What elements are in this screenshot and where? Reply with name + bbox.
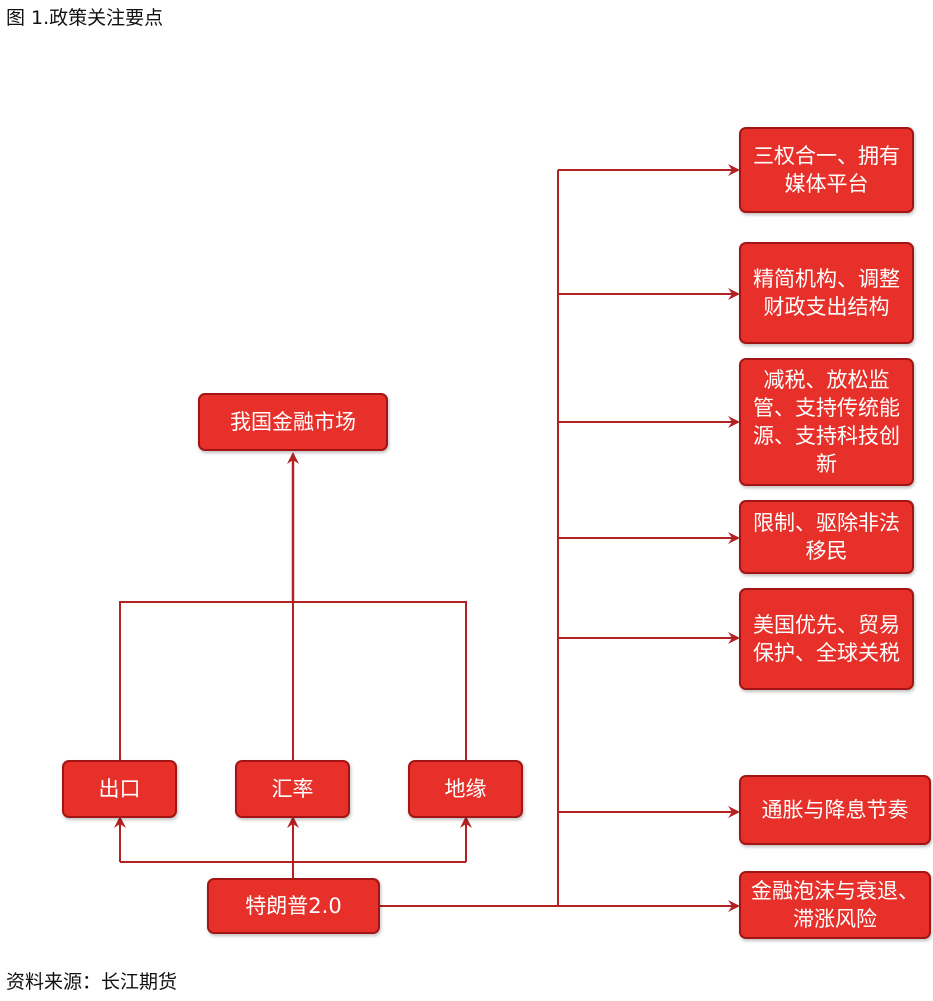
- policy-box-6: 通胀与降息节奏: [739, 775, 931, 845]
- policy-label: 精简机构、调整财政支出结构: [753, 267, 900, 319]
- target-market-box: 我国金融市场: [198, 393, 388, 451]
- channel-label: 出口: [98, 777, 141, 801]
- policy-box-3: 减税、放松监管、支持传统能源、支持科技创新: [739, 358, 914, 486]
- channel-label: 地缘: [444, 777, 487, 801]
- figure-source: 资料来源：长江期货: [6, 971, 178, 993]
- policy-label: 限制、驱除非法移民: [753, 511, 900, 563]
- policy-box-4: 限制、驱除非法移民: [739, 500, 914, 574]
- channel-box-diyuan: 地缘: [408, 760, 523, 818]
- policy-label: 金融泡沫与衰退、滞涨风险: [751, 879, 919, 931]
- connector-channel-diyuan-to-market: [293, 601, 467, 760]
- channel-box-huilv: 汇率: [235, 760, 350, 818]
- policy-label: 三权合一、拥有媒体平台: [753, 144, 900, 196]
- connector-root-up: [120, 861, 294, 878]
- policy-label: 通胀与降息节奏: [761, 798, 909, 822]
- target-market-label: 我国金融市场: [230, 410, 356, 434]
- figure-title: 图 1.政策关注要点: [6, 7, 164, 29]
- policy-label: 美国优先、贸易保护、全球关税: [753, 613, 900, 665]
- policy-box-2: 精简机构、调整财政支出结构: [739, 242, 914, 344]
- policy-box-7: 金融泡沫与衰退、滞涨风险: [739, 871, 931, 939]
- policy-label: 减税、放松监管、支持传统能源、支持科技创新: [753, 368, 900, 476]
- policy-box-1: 三权合一、拥有媒体平台: [739, 127, 914, 213]
- channel-label: 汇率: [271, 777, 314, 801]
- channel-box-chukou: 出口: [62, 760, 177, 818]
- connector-channel-chukou-to-market: [119, 601, 293, 760]
- policy-box-5: 美国优先、贸易保护、全球关税: [739, 588, 914, 690]
- root-box: 特朗普2.0: [207, 878, 380, 934]
- root-label: 特朗普2.0: [245, 894, 342, 918]
